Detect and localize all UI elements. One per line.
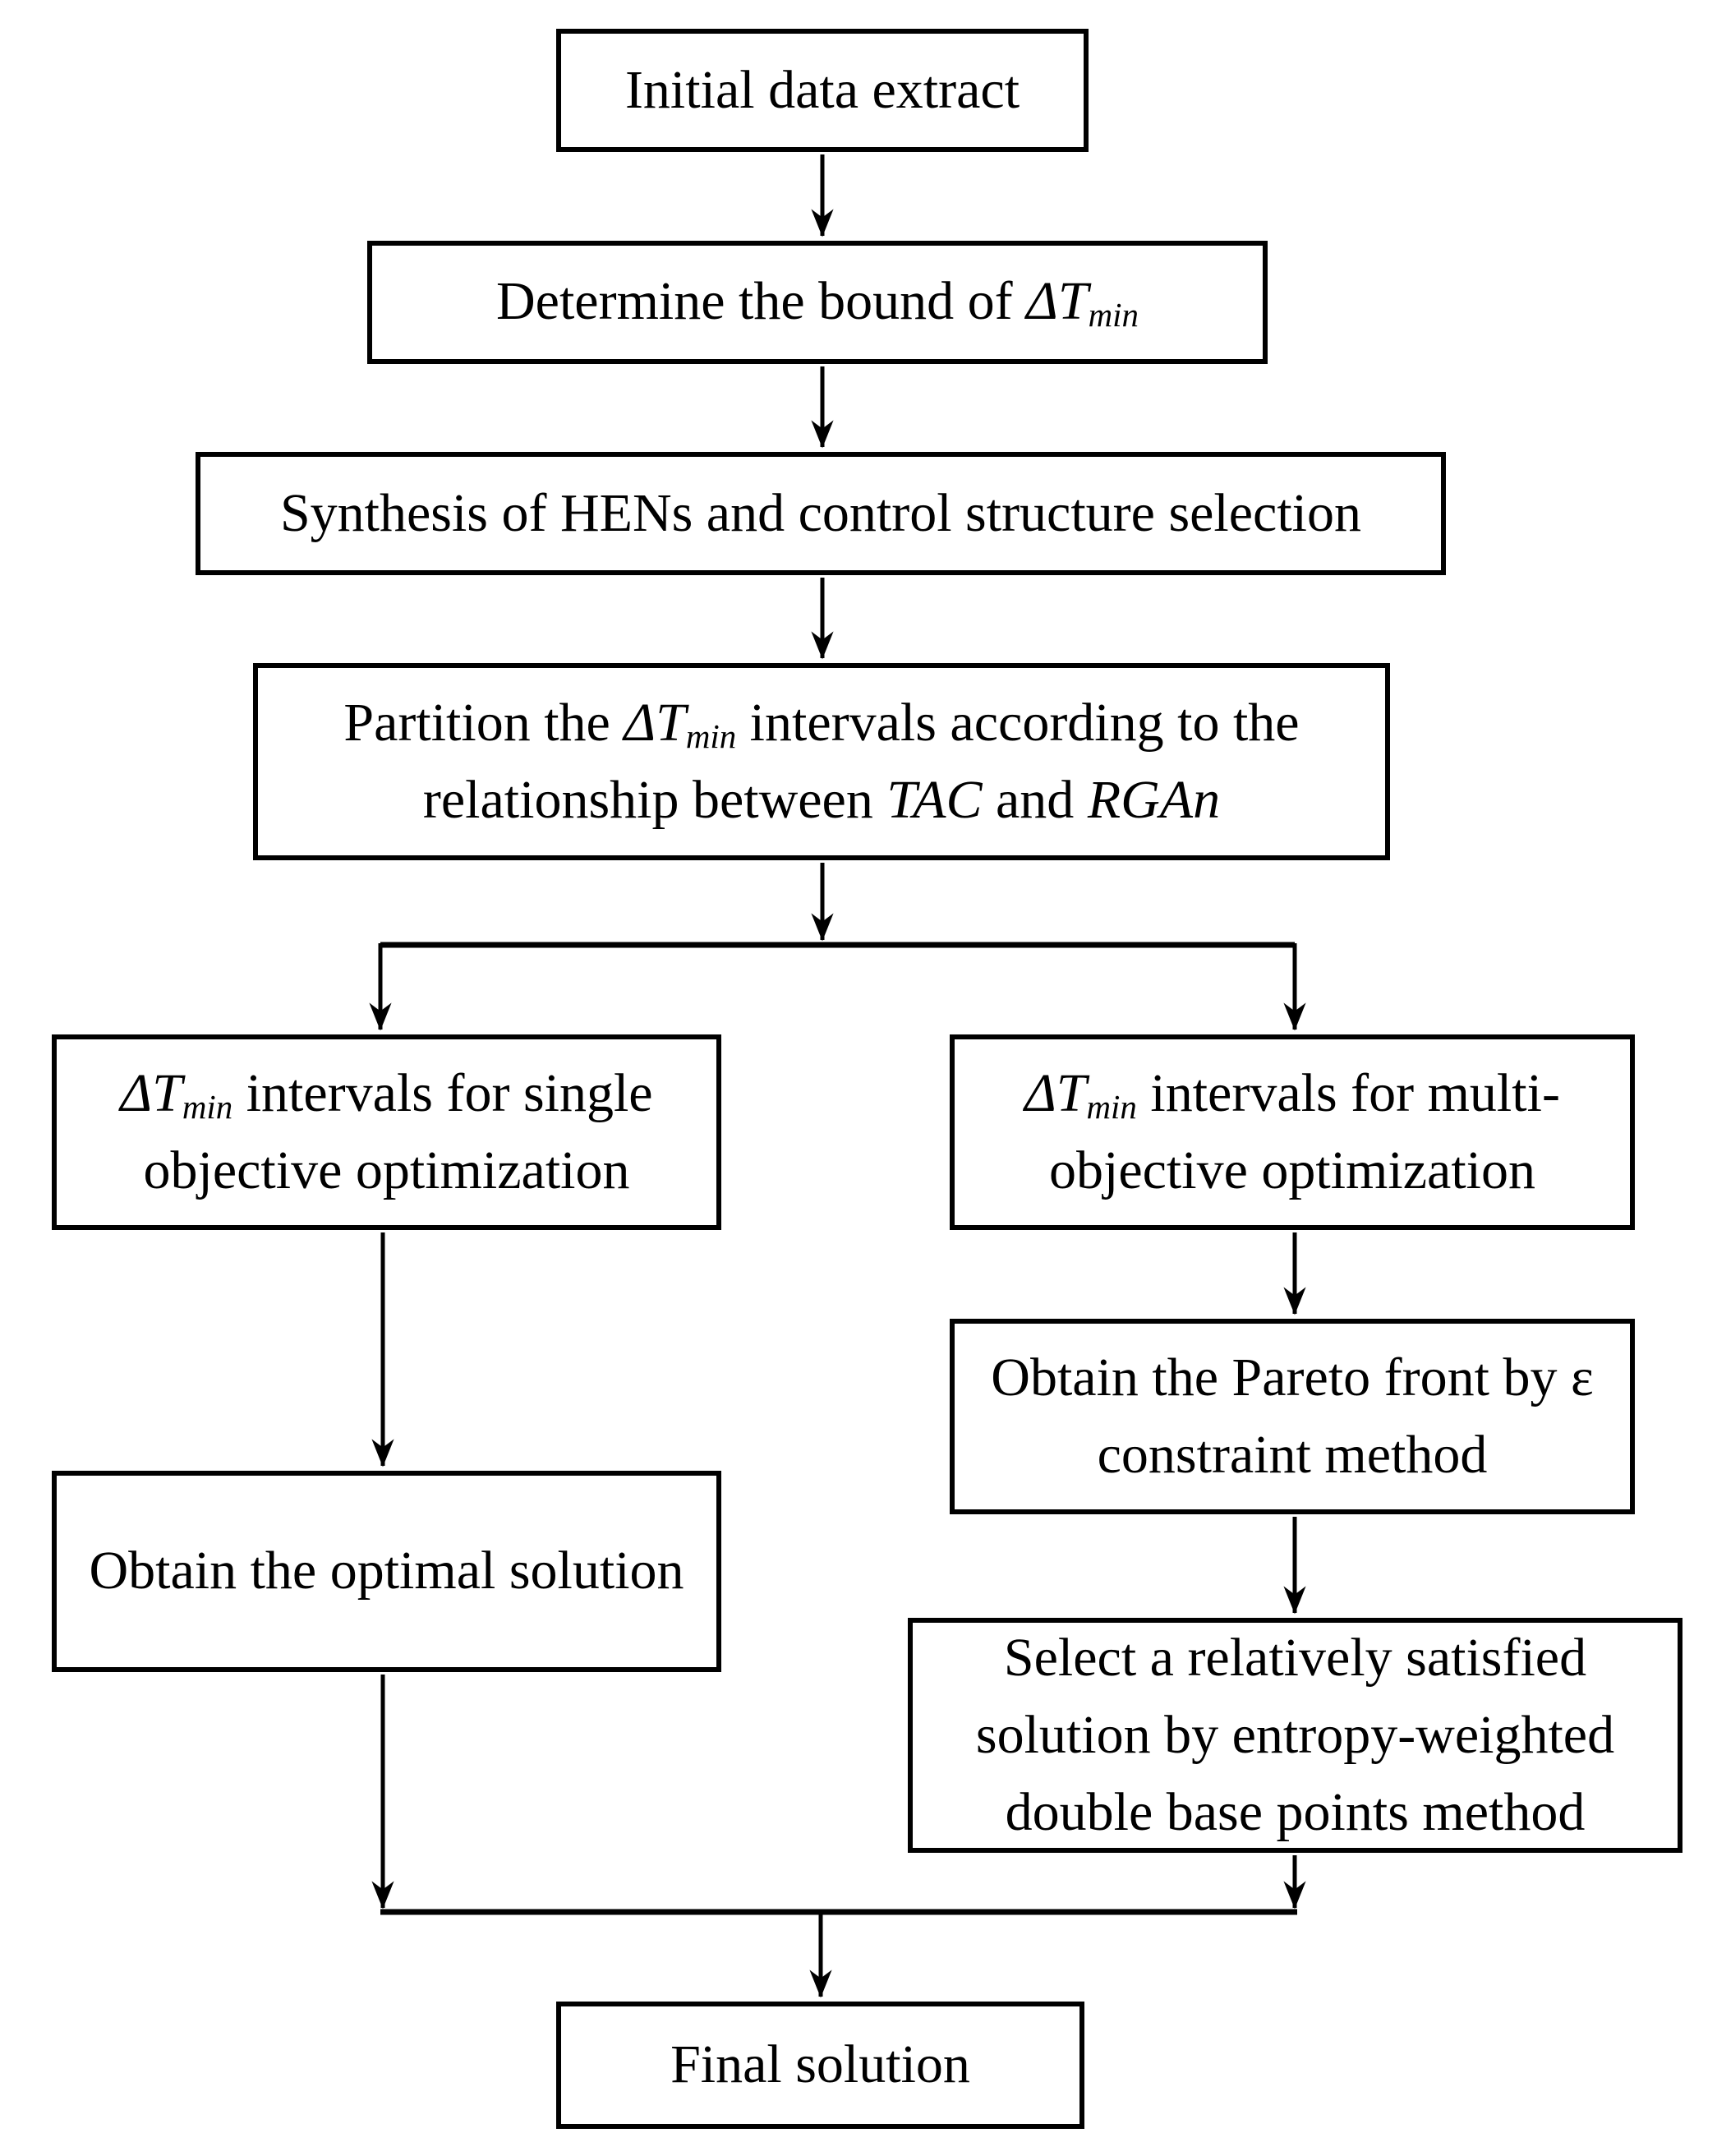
flow-box-multi-objective-intervals: ΔTmin intervals for multi-objective opti… bbox=[950, 1034, 1635, 1230]
flow-box-determine-bound-label: Determine the bound of ΔTmin bbox=[496, 270, 1139, 334]
flow-box-final-solution-label: Final solution bbox=[670, 2034, 970, 2095]
flow-box-determine-bound: Determine the bound of ΔTmin bbox=[367, 241, 1268, 364]
flow-box-optimal-solution-label: Obtain the optimal solution bbox=[89, 1541, 684, 1601]
flow-box-initial-data-extract: Initial data extract bbox=[556, 29, 1089, 152]
flow-box-final-solution: Final solution bbox=[556, 2002, 1084, 2129]
flow-box-initial-data-extract-label: Initial data extract bbox=[624, 59, 1020, 120]
flow-box-partition-intervals: Partition the ΔTmin intervals according … bbox=[253, 663, 1390, 860]
flow-box-synthesis-hens-label: Synthesis of HENs and control structure … bbox=[279, 482, 1362, 543]
flow-box-partition-intervals-label: Partition the ΔTmin intervals according … bbox=[343, 693, 1300, 830]
flow-box-optimal-solution: Obtain the optimal solution bbox=[52, 1471, 721, 1672]
flow-box-synthesis-hens: Synthesis of HENs and control structure … bbox=[196, 452, 1446, 575]
flow-box-multi-objective-intervals-label: ΔTmin intervals for multi-objective opti… bbox=[1024, 1063, 1560, 1200]
